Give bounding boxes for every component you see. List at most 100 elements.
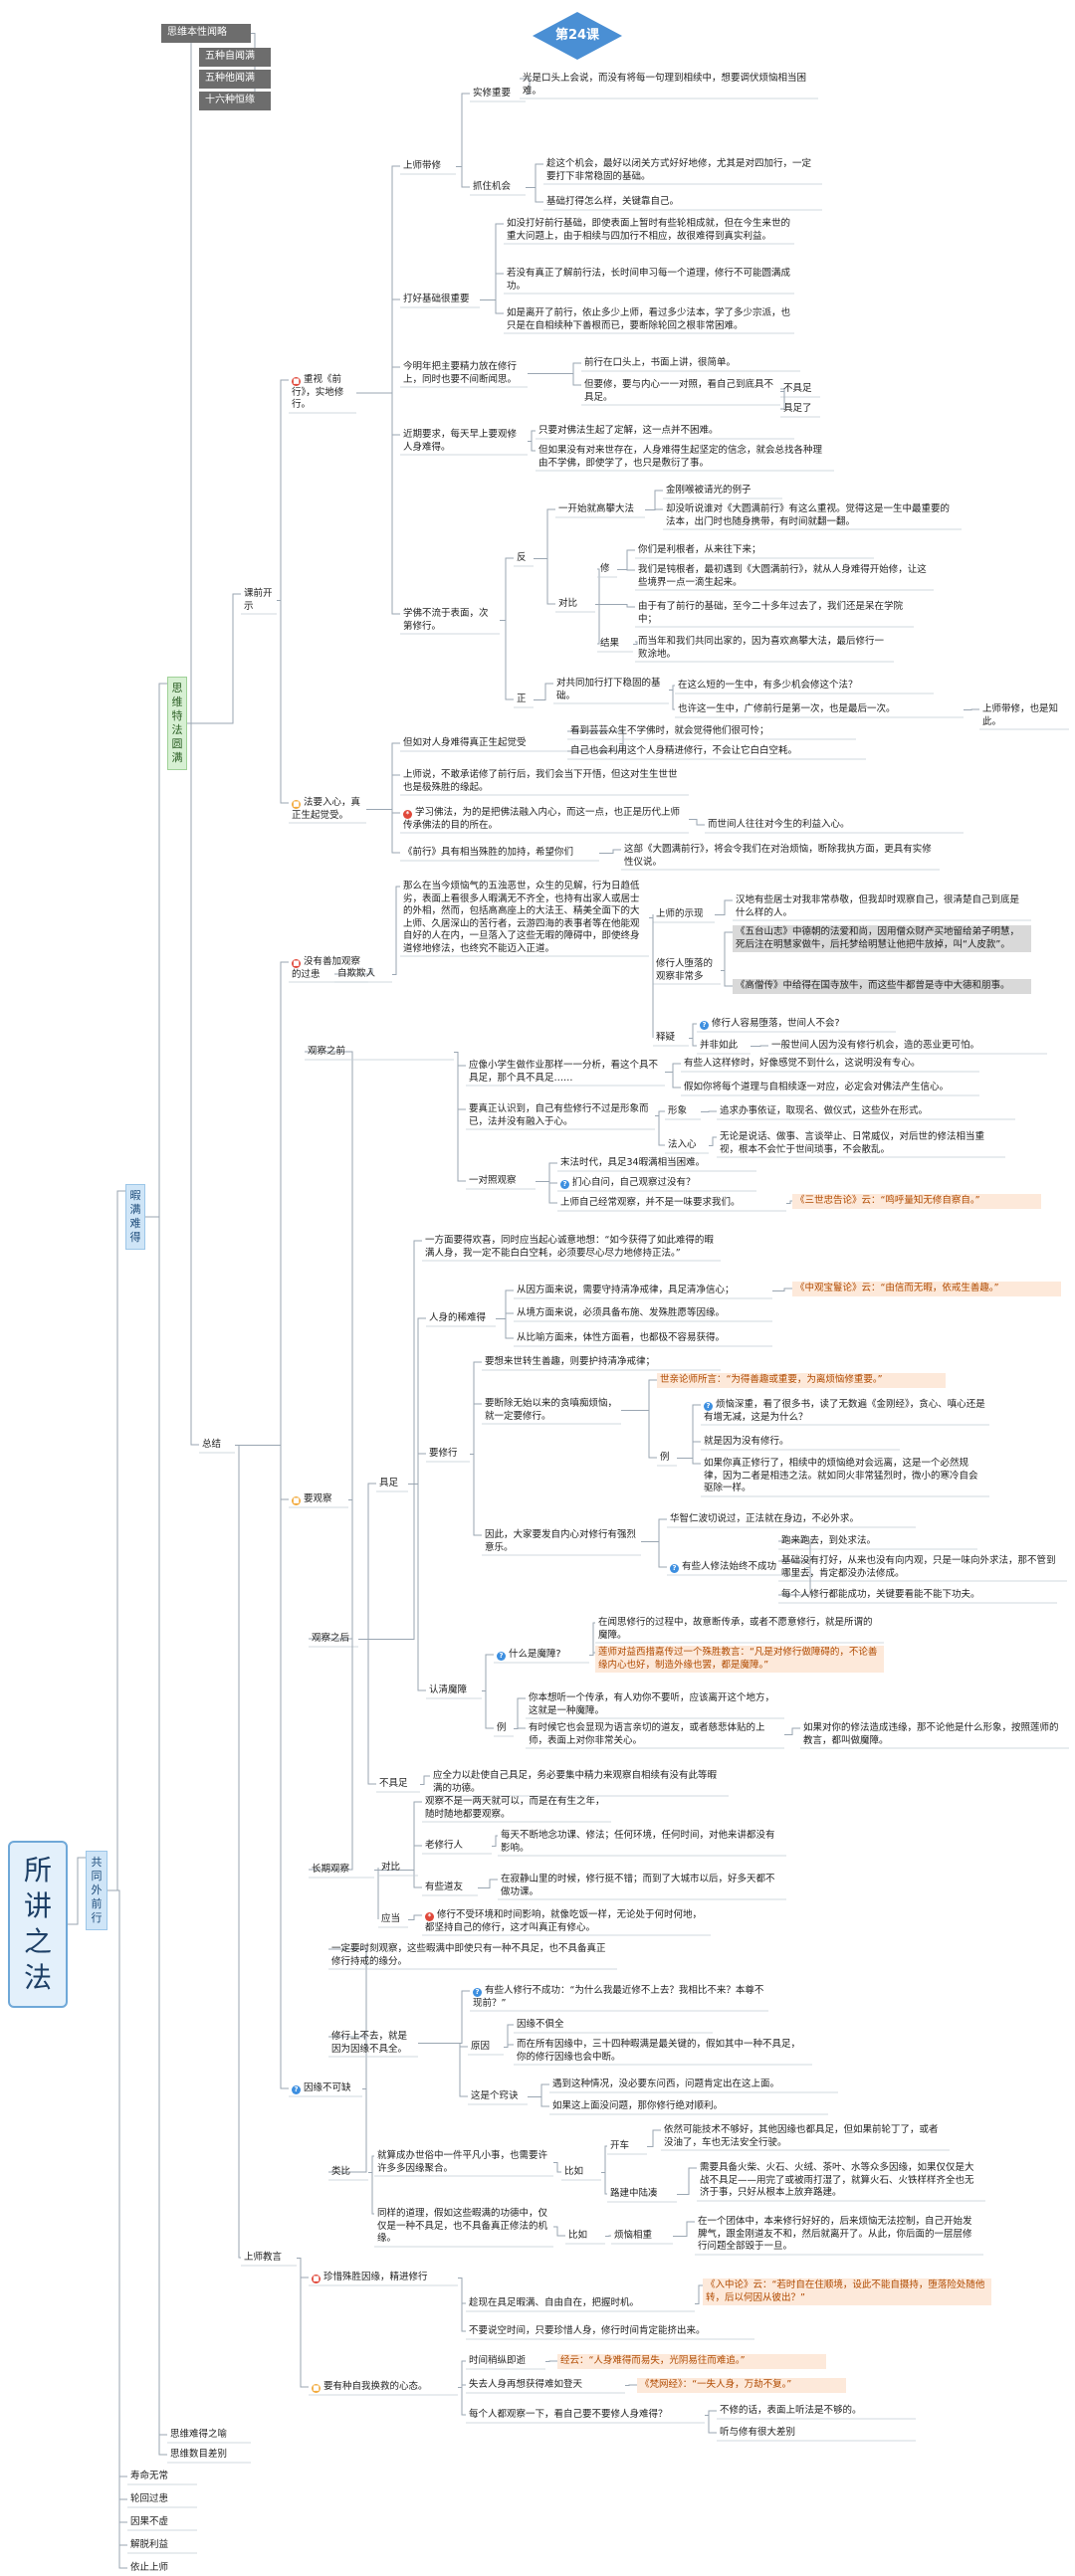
node-s1c: 抓住机会 [470, 180, 526, 195]
node-s6t4: 失去人身再想获得难如登天 [466, 2378, 625, 2393]
connector-line [366, 742, 400, 810]
connector-line [784, 1727, 800, 1735]
connector-line [645, 508, 663, 510]
connector-line [553, 2226, 565, 2237]
node-s1t5: 若没有真正了解前行法，长时间申习每一个道理，修行不可能圆满成功。 [504, 267, 794, 294]
node-s2t2: 看到芸芸众生不学佛时，就会觉得他们很可怜； [567, 724, 856, 739]
node-s5e: 开车 [607, 2139, 647, 2154]
node-s4o: 应当 [378, 1912, 408, 1927]
node-label: 上师自己经常观察，并不是一味要求我们。 [560, 1197, 741, 1208]
node-s3: ■没有善加观察的过患 [289, 955, 368, 982]
node-label: 每个人都观察一下，看自己要不要修人身难得？ [469, 2409, 668, 2420]
connector-line [709, 1136, 717, 1146]
node-label: 金刚喉被请光的例子 [666, 485, 752, 495]
node-s6b: ■要有种自我换救的心态。 [309, 2380, 458, 2395]
node-s5t7: 如果这上面没问题，那你修行绝对顺利。 [549, 2099, 828, 2114]
node-label: 要想来世转生善趣，则要护持清净戒律； [485, 1356, 656, 1367]
node-label: 类比 [331, 2166, 351, 2177]
connector-line [108, 1889, 127, 2477]
connector-line [621, 1410, 657, 1459]
connector-line [617, 569, 635, 571]
node-label: 抓住机会 [473, 181, 512, 192]
connector-line [408, 1914, 422, 1920]
connector-line [595, 604, 635, 608]
node-label: 应当 [381, 1913, 401, 1924]
node-s4duibi: 对比 [378, 1861, 418, 1876]
node-s4t24: 基础没有打好，从来也没有向内观，只是一味向外求法，那不管到哪里去，肯定都没办法修… [778, 1554, 1067, 1581]
connector-line [482, 1690, 494, 1729]
node-s4t23: 跑来跑去，到处求法。 [778, 1534, 977, 1549]
node-label: 如果这上面没问题，那你修行绝对顺利。 [552, 2100, 724, 2111]
connector-line [528, 2083, 549, 2097]
node-label: 共同外前行 [91, 1856, 103, 1924]
node-label: 而在所有因缘中，三十四种暇满是最关键的，假如其中一种不具足，你的修行因缘也会中断… [517, 2039, 801, 2063]
node-s4t6: 追求办事依证，取现名、做仪式，这些外在形式。 [717, 1104, 1015, 1119]
node-tail0: 思维难得之喻 [167, 2428, 251, 2443]
node-s4t19: 如果你真正修行了，相续中的烦恼绝对会远离，这是一个必然规律，因为二者是相违之法。… [701, 1457, 989, 1496]
connector-line [528, 362, 581, 374]
node-label: 假如你将每个道理与自相续逐一对应，必定会对佛法产生信心。 [684, 1082, 950, 1092]
node-s3d: 释疑 [653, 1031, 689, 1046]
node-label: 因缘不俱全 [517, 2019, 564, 2030]
node-label: 要断除无始以来的贪嗔痴烦恼，就一定要修行。 [485, 1398, 618, 1422]
connector-line [418, 2043, 468, 2097]
node-s4f: 具足 [376, 1477, 408, 1491]
node-s1t8: 但要修，要与内心一一对照，看自己到底具不具足。 [581, 378, 780, 405]
node-label: 依然可能技术不够好，其他因缘也都具足，但如果前轮丁了，或者没油了，车也无法安全行… [664, 2124, 939, 2148]
node-label: 比如 [564, 2166, 584, 2177]
connector-line [528, 2096, 549, 2107]
node-s5t4: 因缘不俱全 [514, 2018, 713, 2033]
connector-line [705, 2415, 717, 2434]
connector-line [492, 1835, 498, 1847]
connector-line [374, 1868, 379, 1871]
connector-line [68, 1857, 86, 1925]
connector-line [964, 708, 979, 710]
node-s3t2: 汉地有些居士对我非常恭敬，但我却时观察自己，很清楚自己到底是什么样的人。 [733, 893, 1031, 920]
connector-line [567, 743, 624, 752]
node-s4q1: 《三世忠告论》云：“鸣呼量知无修自察自。” [792, 1194, 1041, 1209]
node-label: 修行不受环境和时间影响，就像吃饭一样，无论处于何时何地，都坚持自己的修行，这才叫… [425, 1909, 703, 1933]
info-marker-icon: ? [473, 1988, 482, 1997]
node-label: 上师带修，也是知此。 [982, 703, 1059, 727]
node-label: 具足 [379, 1478, 399, 1488]
node-label: 要有种自我换救的心态。 [323, 2381, 428, 2392]
star-marker-icon: * [425, 1912, 434, 1921]
connector-line [328, 2088, 367, 2173]
node-s2t1: 但如对人身难得真正生起觉受 [400, 736, 619, 751]
node-label: 什么是魔障? [509, 1649, 561, 1660]
connector-line [187, 722, 199, 1446]
connector-line [528, 430, 536, 442]
node-s4c: 法入心 [665, 1138, 709, 1153]
node-label: 重视《前行》，实地修行。 [292, 374, 344, 410]
node-s2t3: 自己也会利用这个人身精进修行，不会让它白白空耗。 [567, 744, 866, 759]
node-s4i: 例 [657, 1451, 677, 1466]
node-s1t12: 你们是利根者，从来往下来； [635, 543, 874, 558]
info-marker-icon: ? [497, 1652, 506, 1661]
node-s4t32: 观察不是一两天就可以，而是在有生之年，随时随地都要观察。 [422, 1795, 611, 1822]
node-label: 经云：“人身难得而易失，光阴易往而难追。” [560, 2355, 746, 2366]
node-label: 需要具备火柴、火石、火绒、茶叶、水等众多因缘，如果仅仅是大战不具足——用完了或被… [700, 2162, 974, 2198]
node-s4g: 人身的稀难得 [426, 1311, 496, 1326]
connector-line [108, 1889, 127, 2500]
node-label: 对共同加行打下稳固的基础。 [556, 678, 661, 701]
node-label: 若没有真正了解前行法，长时间申习每一个道理，修行不可能圆满成功。 [507, 268, 791, 292]
connector-line [655, 1110, 665, 1116]
node-s4t7: 无论是说话、做事、言谈举止、日常威仪，对后世的修法相当重视，根本不会忙于世间琐事… [717, 1130, 1005, 1157]
node-s4t26: ?什么是魔障? [494, 1648, 589, 1663]
node-label: 一方面要得欢喜，同时应当起心诚意地想：“如今获得了如此难得的暇满人身，我一定不能… [425, 1235, 714, 1259]
node-s1t2: 趁这个机会，最好以闭关方式好好地修，尤其是对四加行，一定要打下非常稳固的基础。 [543, 157, 822, 184]
node-label: 时间稍纵即逝 [469, 2355, 527, 2366]
node-s5t6: 遇到这种情况，没必要东问西，问题肯定出在这上面。 [549, 2078, 838, 2092]
node-s4j: ?有些人修法始终不成功 [667, 1560, 806, 1575]
connector-line [715, 899, 733, 915]
connector-line [536, 1181, 557, 1204]
node-label: 并非如此 [700, 1040, 739, 1051]
connector-line [689, 1038, 697, 1047]
node-s4d: 一对照观察 [466, 1174, 536, 1189]
node-label: 但要修，要与内心一一对照，看自己到底具不具足。 [584, 379, 774, 403]
connector-line [625, 2384, 637, 2386]
node-label: 《梵网经》：“一失人身，万劫不复。” [640, 2379, 792, 2390]
node-s1t16: 对共同加行打下稳固的基础。 [553, 677, 669, 703]
node-label: 认清魔障 [429, 1684, 468, 1695]
